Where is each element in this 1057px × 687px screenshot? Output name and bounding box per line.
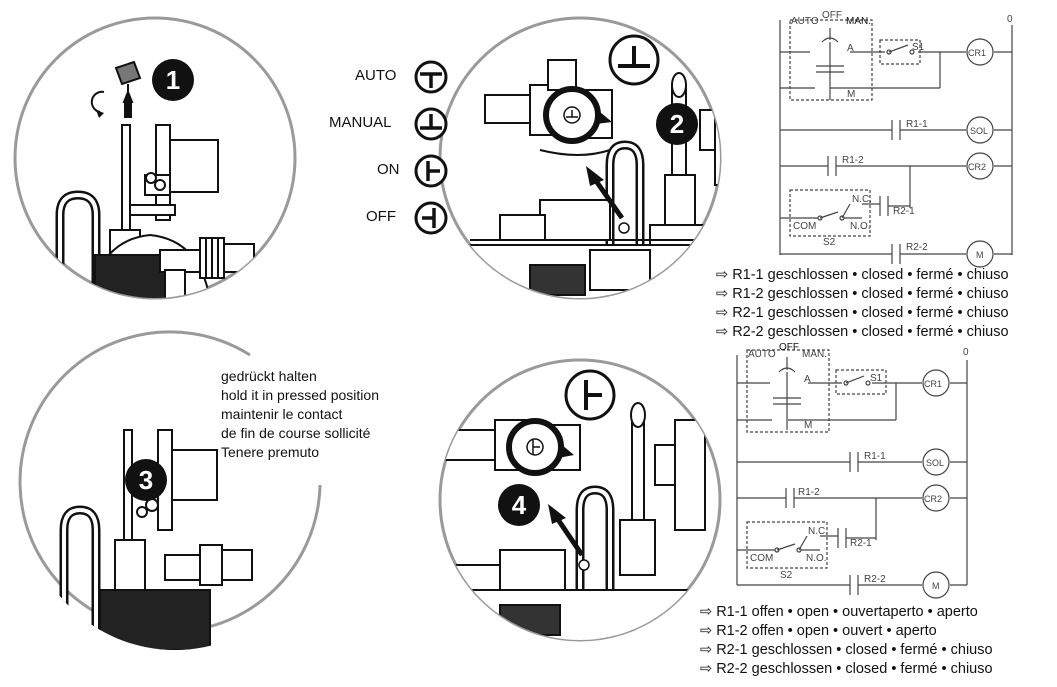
- status-line: ⇨ R2-2 geschlossen • closed • fermé • ch…: [700, 661, 993, 677]
- no-label-b: N.O.: [806, 553, 827, 564]
- status-line: ⇨ R1-2 offen • open • ouvert • aperto: [700, 623, 937, 639]
- com-label: COM: [793, 221, 816, 232]
- sel-off-b: OFF: [779, 342, 799, 353]
- arrow-icon: ⇨: [716, 305, 729, 321]
- coil-cr2-label: CR2: [968, 162, 986, 172]
- coil-sol-b: [922, 448, 950, 476]
- svg-text:4: 4: [512, 490, 527, 520]
- hold-note-line: de fin de course sollicité: [221, 425, 371, 441]
- sel-m-b: M: [804, 420, 812, 431]
- coil-m-b: [922, 571, 950, 599]
- r2-1-label: R2-1: [893, 206, 915, 217]
- arrow-icon: ⇨: [716, 286, 729, 302]
- legend-off-label: OFF: [366, 208, 396, 225]
- step-4-badge: 4: [498, 484, 540, 526]
- step-1-badge: 1: [152, 59, 194, 101]
- status-line: ⇨ R1-1 geschlossen • closed • fermé • ch…: [716, 267, 1009, 283]
- hold-note-line: Tenere premuto: [221, 444, 320, 460]
- s1-label: S1: [912, 42, 925, 53]
- coil-sol-label: SOL: [970, 126, 988, 136]
- status-line: ⇨ R2-2 geschlossen • closed • fermé • ch…: [716, 324, 1009, 340]
- r2-2-label-b: R2-2: [864, 574, 886, 585]
- r1-1-label: R1-1: [906, 119, 928, 130]
- coil-cr1-label: CR1: [968, 48, 986, 58]
- step-3-badge: 3: [125, 459, 167, 501]
- svg-text:1: 1: [166, 65, 180, 95]
- r1-2-label-b: R1-2: [798, 487, 820, 498]
- rail-zero-b: 0: [963, 347, 969, 358]
- sel-auto-b: AUTO: [748, 349, 776, 360]
- sel-man: MAN.: [846, 16, 871, 27]
- sel-a: A: [847, 43, 854, 54]
- sel-a-b: A: [804, 374, 811, 385]
- schematic-top: [779, 19, 1013, 268]
- arrow-icon: ⇨: [700, 661, 713, 677]
- r1-2-label: R1-2: [842, 155, 864, 166]
- coil-cr2-label-b: CR2: [924, 494, 942, 504]
- coil-cr2: [966, 152, 994, 180]
- arrow-icon: ⇨: [716, 324, 729, 340]
- arrow-icon: ⇨: [700, 604, 713, 620]
- r1-1-label-b: R1-1: [864, 451, 886, 462]
- coil-sol: [966, 116, 994, 144]
- r2-2-label: R2-2: [906, 242, 928, 253]
- nc-label: N.C.: [852, 194, 872, 205]
- arrow-icon: ⇨: [700, 642, 713, 658]
- hold-note-line: gedrückt halten: [221, 368, 317, 384]
- com-label-b: COM: [750, 553, 773, 564]
- sel-m: M: [847, 89, 855, 100]
- step-2-badge: 2: [656, 103, 698, 145]
- coil-cr1-label-b: CR1: [924, 379, 942, 389]
- adjustment-knob-icon: [114, 60, 142, 118]
- s2-label-b: S2: [780, 570, 793, 581]
- sel-man-b: MAN.: [802, 349, 827, 360]
- r2-1-label-b: R2-1: [850, 538, 872, 549]
- schematic-bottom: [736, 349, 968, 599]
- s2-label: S2: [823, 237, 836, 248]
- sel-auto: AUTO: [791, 16, 819, 27]
- coil-m: [966, 240, 994, 268]
- s1-label-b: S1: [870, 373, 883, 384]
- status-line: ⇨ R2-1 geschlossen • closed • fermé • ch…: [716, 305, 1009, 321]
- coil-cr1-b: [922, 369, 950, 397]
- coil-cr1: [966, 38, 994, 66]
- no-label: N.O.: [850, 221, 871, 232]
- arrow-icon: ⇨: [700, 623, 713, 639]
- status-line: ⇨ R1-2 geschlossen • closed • fermé • ch…: [716, 286, 1009, 302]
- rail-zero: 0: [1007, 14, 1013, 25]
- sel-off: OFF: [822, 10, 842, 21]
- hold-note-line: maintenir le contact: [221, 406, 343, 422]
- coil-cr2-b: [922, 484, 950, 512]
- status-bottom: ⇨ R1-1 offen • open • ouvertaperto • ape…: [700, 603, 993, 679]
- hold-note-line: hold it in pressed position: [221, 387, 379, 403]
- hold-note: gedrückt halten hold it in pressed posit…: [221, 367, 379, 462]
- legend-auto-label: AUTO: [355, 67, 397, 84]
- nc-label-b: N.C.: [808, 526, 828, 537]
- coil-sol-label-b: SOL: [926, 458, 944, 468]
- status-line: ⇨ R1-1 offen • open • ouvertaperto • ape…: [700, 604, 978, 620]
- coil-m-label: M: [976, 250, 984, 260]
- legend-on-label: ON: [377, 161, 400, 178]
- status-line: ⇨ R2-1 geschlossen • closed • fermé • ch…: [700, 642, 993, 658]
- arrow-icon: ⇨: [716, 267, 729, 283]
- panel-3-frame: [18, 330, 322, 634]
- legend-manual-label: MANUAL: [329, 114, 392, 131]
- svg-text:3: 3: [139, 465, 153, 495]
- svg-text:2: 2: [670, 109, 684, 139]
- coil-m-label-b: M: [932, 581, 940, 591]
- status-top: ⇨ R1-1 geschlossen • closed • fermé • ch…: [716, 266, 1009, 342]
